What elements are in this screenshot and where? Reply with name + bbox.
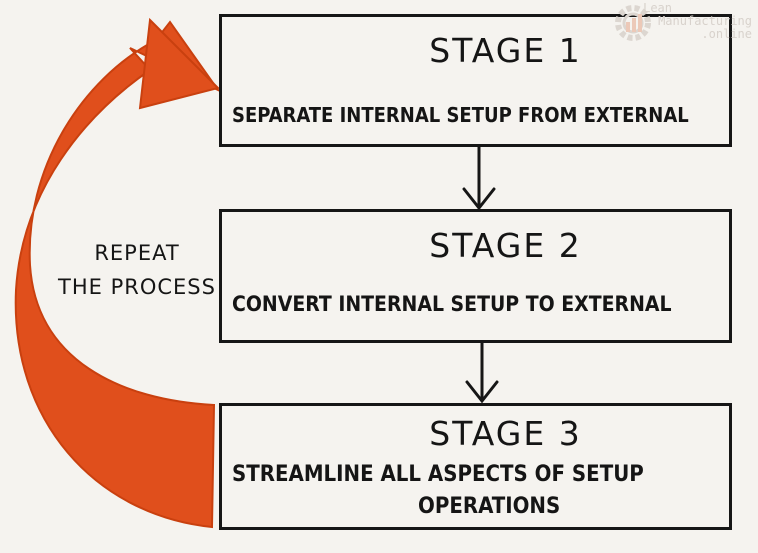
stage-3-box: STAGE 3 STREAMLINE ALL ASPECTS OF SETUP … [219, 403, 732, 530]
watermark-line2: Manufacturing [658, 14, 752, 28]
stage-2-box: STAGE 2 CONVERT INTERNAL SETUP TO EXTERN… [219, 209, 732, 343]
repeat-label-line1: REPEAT [94, 241, 180, 265]
repeat-arrow-head [138, 17, 220, 110]
watermark-text: Lean Manufacturing .online [643, 2, 752, 41]
repeat-label-line2: THE PROCESS [58, 275, 216, 299]
stage-3-description-line2: OPERATIONS [418, 494, 561, 519]
stage-2-title: STAGE 2 [429, 226, 582, 265]
watermark-line1: Lean [643, 1, 672, 15]
watermark-gear-icon [615, 5, 651, 41]
stage-1-title: STAGE 1 [429, 31, 582, 70]
stage-3-title: STAGE 3 [429, 414, 582, 453]
stage-2-description: CONVERT INTERNAL SETUP TO EXTERNAL [232, 292, 672, 316]
stage-1-box: STAGE 1 SEPARATE INTERNAL SETUP FROM EXT… [219, 14, 732, 147]
stage1-to-stage2-arrow [462, 144, 496, 211]
stage2-to-stage3-arrow [465, 340, 499, 404]
repeat-process-label: REPEAT THE PROCESS [52, 236, 222, 304]
watermark-line3: .online [701, 27, 752, 41]
stage-3-description: STREAMLINE ALL ASPECTS OF SETUP [232, 462, 644, 487]
stage-1-description: SEPARATE INTERNAL SETUP FROM EXTERNAL [232, 103, 689, 127]
